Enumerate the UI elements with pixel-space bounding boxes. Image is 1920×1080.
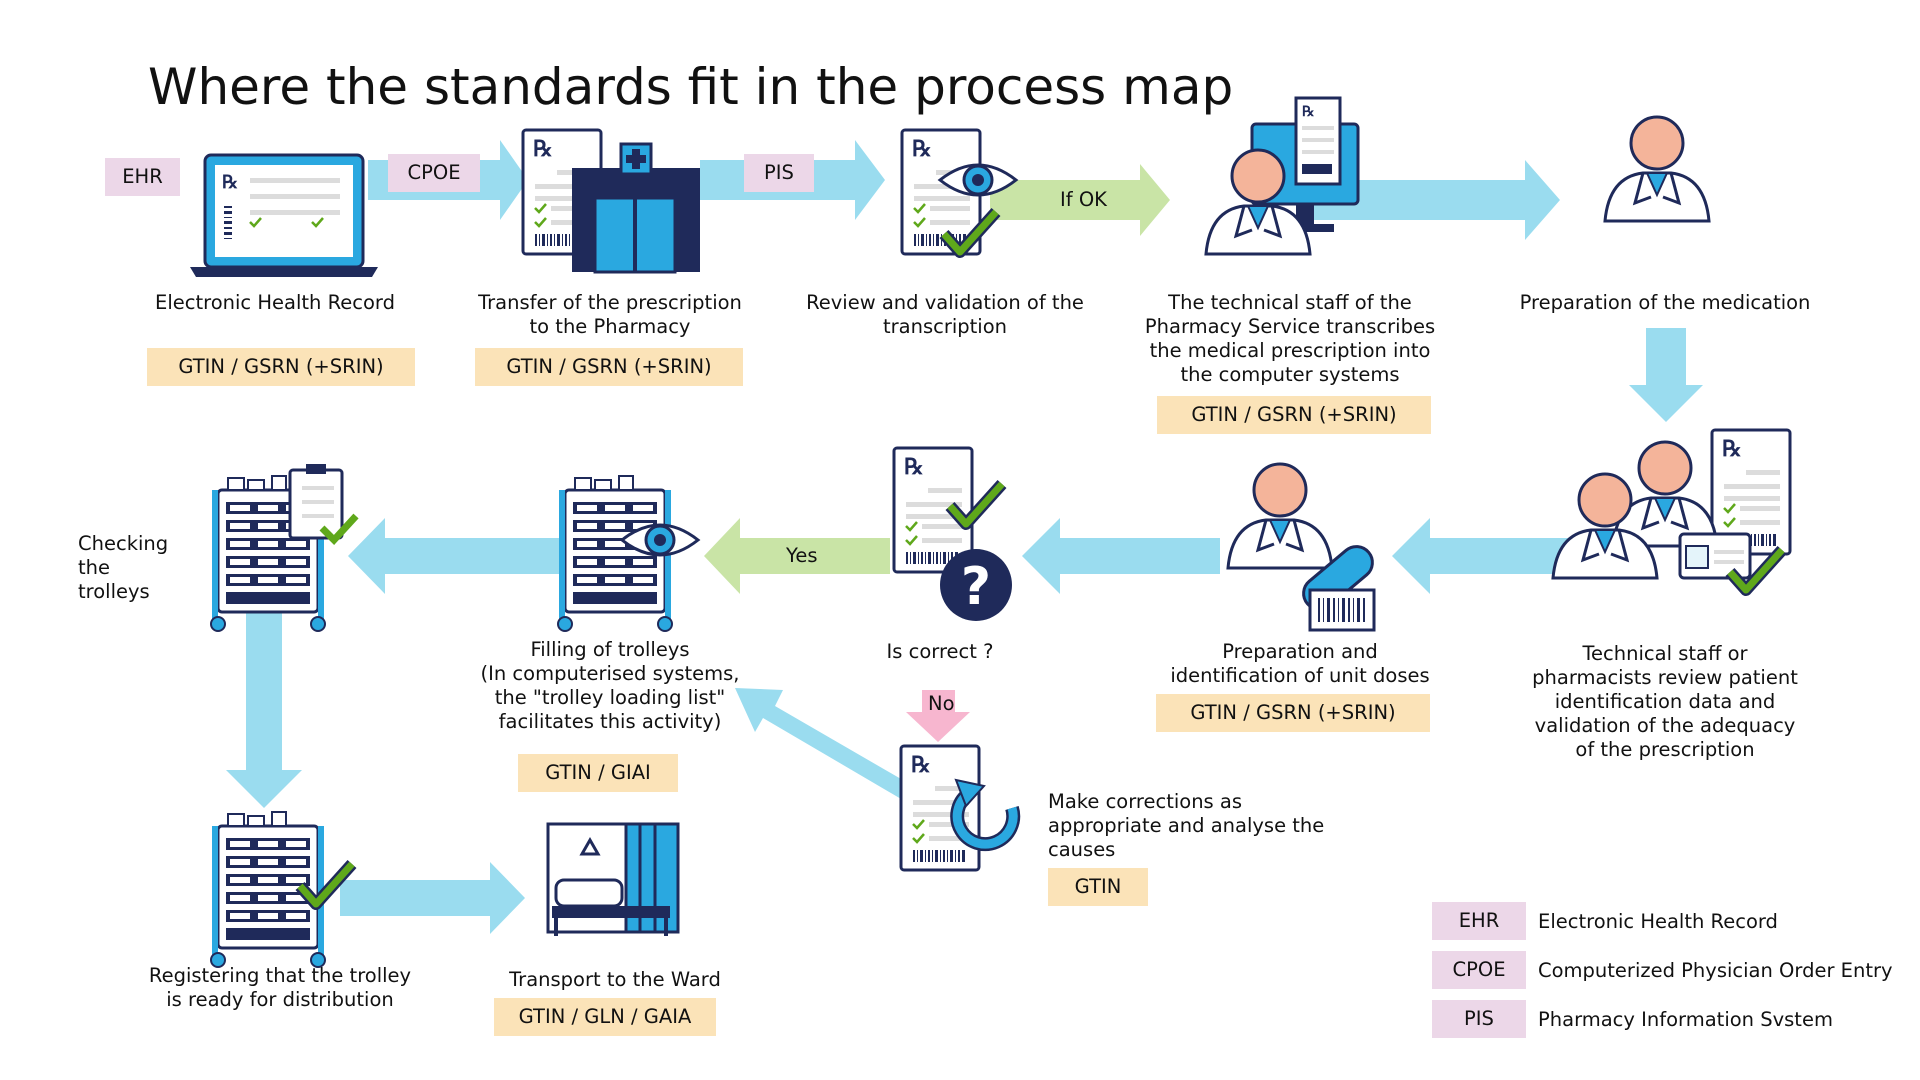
legend-abbr: PIS [1432, 1000, 1526, 1038]
step-registering-label-line: Registering that the trolley [148, 964, 412, 987]
step-ehr-label: Electronic Health Record [155, 291, 395, 314]
step-unit-doses-label: Preparation and identification of unit d… [1150, 640, 1450, 688]
step-transcribe-label-line: the medical prescription into [1149, 339, 1431, 362]
refresh-icon [950, 778, 1021, 852]
pis-tag: PIS [744, 154, 814, 192]
cpoe-tag: CPOE [388, 154, 480, 192]
step-filling-label-line: Filling of trolleys [530, 638, 690, 661]
hospital-bed-icon [546, 822, 680, 936]
arrow-yes [704, 518, 890, 594]
arrow-doses-to-correct [1022, 518, 1220, 594]
step-transfer-label-line: Transfer of the prescription [478, 291, 742, 314]
step-corrections-label: Make corrections as appropriate and anal… [1048, 790, 1358, 862]
step-transcribe-label-line: The technical staff of the [1168, 291, 1412, 314]
legend-text: Computerized Physician Order Entry [1538, 959, 1893, 982]
if-ok-label: If OK [1060, 188, 1107, 211]
legend-text: Electronic Health Record [1538, 910, 1778, 933]
step-preparation-label: Preparation of the medication [1519, 291, 1811, 314]
arrow-if-ok [990, 164, 1170, 236]
no-label: No [928, 692, 955, 715]
step-tech-review-label-line: identification data and [1554, 690, 1776, 713]
legend-text: Pharmacy Information Svstem [1538, 1008, 1833, 1031]
prescription-icon [899, 744, 981, 872]
step-review-label: Review and validation of the transcripti… [790, 291, 1100, 339]
step-tech-review-label: Technical staff or pharmacists review pa… [1500, 642, 1830, 762]
step-registering-label-line: is ready for distribution [166, 988, 394, 1011]
checkmark-icon [319, 513, 359, 546]
arrow-transcribe-to-preparation [1310, 160, 1560, 240]
step-transfer-label: Transfer of the prescription to the Phar… [460, 291, 760, 339]
barcode-icon [1308, 588, 1376, 632]
id-card-icon [1678, 532, 1752, 580]
arrow-checking-down [226, 600, 302, 808]
step-transfer-standards: GTIN / GSRN (+SRIN) [475, 348, 743, 386]
step-transcribe-standards: GTIN / GSRN (+SRIN) [1157, 396, 1431, 434]
step-transcribe-label: The technical staff of the Pharmacy Serv… [1125, 291, 1455, 387]
svg-text:?: ? [961, 557, 991, 617]
step-review-label-line: Review and validation of the [806, 291, 1084, 314]
step-checking-label-line: the [78, 556, 111, 579]
ehr-tag: EHR [105, 158, 180, 196]
question-icon: ? [940, 549, 1012, 621]
step-transcribe-label-line: Pharmacy Service transcribes [1144, 315, 1436, 338]
step-filling-standards: GTIN / GIAI [518, 754, 678, 792]
checklist-icon [288, 464, 344, 540]
svg-text:℞: ℞ [222, 172, 238, 193]
step-filling-label-line: facilitates this activity) [498, 710, 722, 733]
step-corrections-label-line: Make corrections as [1048, 790, 1243, 813]
step-registering-label: Registering that the trolley is ready fo… [130, 964, 430, 1012]
laptop-icon: ℞ [190, 153, 378, 277]
arrow-review-to-doses [1392, 518, 1570, 594]
step-is-correct-label: Is correct ? [886, 640, 994, 663]
step-tech-review-label-line: Technical staff or [1582, 642, 1748, 665]
legend-abbr: CPOE [1432, 951, 1526, 989]
step-filling-label: Filling of trolleys (In computerised sys… [460, 638, 760, 734]
svg-text:℞: ℞ [1302, 104, 1315, 120]
step-filling-label-line: (In computerised systems, [480, 662, 740, 685]
step-transport-label: Transport to the Ward [509, 968, 721, 991]
step-corrections-label-line: causes [1048, 838, 1116, 861]
step-unit-doses-label-line: identification of unit doses [1170, 664, 1430, 687]
yes-label: Yes [786, 544, 818, 567]
step-transcribe-label-line: the computer systems [1180, 363, 1400, 386]
step-corrections-label-line: appropriate and analyse the [1048, 814, 1325, 837]
step-checking-label-line: Checking [78, 532, 169, 555]
arrow-registering-to-transport [340, 862, 525, 934]
step-ehr-standards: GTIN / GSRN (+SRIN) [147, 348, 415, 386]
arrow-filling-to-checking [348, 518, 560, 594]
step-tech-review-label-line: of the prescription [1575, 738, 1755, 761]
step-filling-label-line: the "trolley loading list" [494, 686, 726, 709]
arrow-corrections-to-filling [735, 688, 920, 803]
step-checking-label-line: trolleys [78, 580, 150, 603]
step-transfer-label-line: to the Pharmacy [529, 315, 691, 338]
step-tech-review-label-line: pharmacists review patient [1532, 666, 1798, 689]
step-review-label-line: transcription [882, 315, 1008, 338]
pharmacist-icon [1603, 115, 1711, 223]
arrow-no [906, 690, 970, 742]
step-checking-label: Checking the trolleys [78, 532, 198, 604]
step-unit-doses-standards: GTIN / GSRN (+SRIN) [1156, 694, 1430, 732]
pharmacy-icon [572, 142, 700, 274]
pharmacist-icon [1226, 462, 1334, 570]
arrow-preparation-down [1629, 328, 1703, 422]
legend-abbr: EHR [1432, 902, 1526, 940]
step-transport-standards: GTIN / GLN / GAIA [494, 998, 716, 1036]
page-title: Where the standards fit in the process m… [148, 58, 1234, 116]
step-corrections-standards: GTIN [1048, 868, 1148, 906]
step-tech-review-label-line: validation of the adequacy [1534, 714, 1796, 737]
step-unit-doses-label-line: Preparation and [1222, 640, 1378, 663]
